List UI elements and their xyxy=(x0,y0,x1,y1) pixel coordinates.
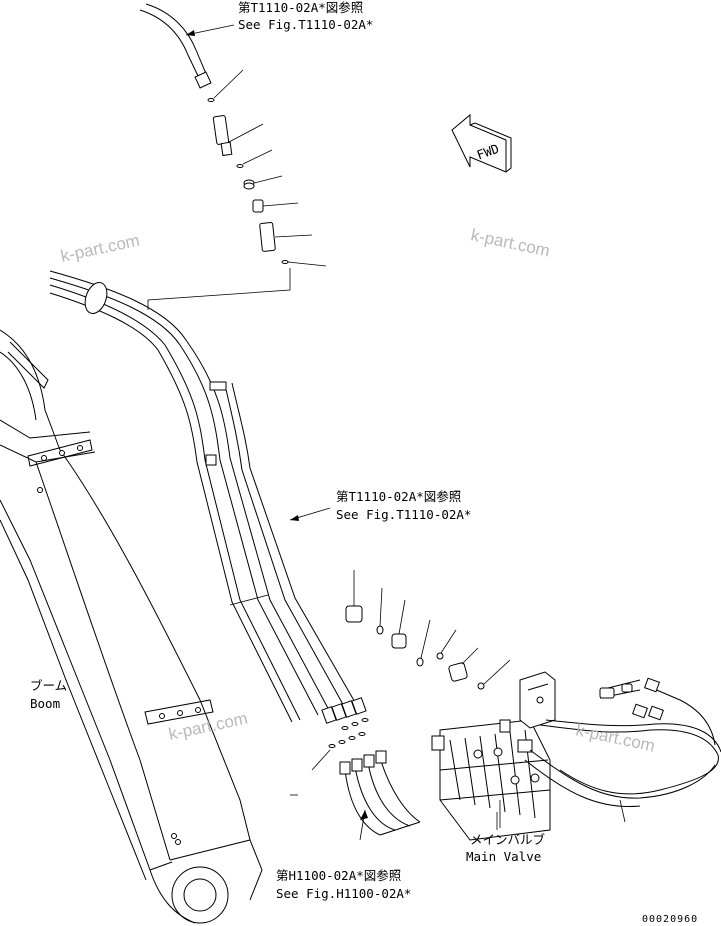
drawing-code: 00020960 xyxy=(642,914,698,925)
bottom-ref-jp: 第H1100-02A*図参照 xyxy=(276,868,401,883)
bottom-ref-en: See Fig.H1100-02A* xyxy=(276,886,411,901)
bundle-leader-side xyxy=(229,594,269,606)
hose-bundle xyxy=(49,270,367,724)
main-valve-label-jp: メインバルブ xyxy=(470,832,546,847)
fwd-label: FWD xyxy=(475,141,501,163)
top-ref-arrowhead xyxy=(186,30,195,36)
fwd-arrow: FWD xyxy=(451,113,512,173)
top-ref-en: See Fig.T1110-02A* xyxy=(238,17,373,32)
boom-label-en: Boom xyxy=(30,696,60,711)
exploded-fittings-bottom xyxy=(290,718,369,796)
top-hose xyxy=(139,3,212,89)
valve-piping-right xyxy=(519,671,721,823)
bundle-leader-top xyxy=(147,268,291,310)
mid-ref-jp: 第T1110-02A*図参照 xyxy=(336,489,461,504)
main-valve xyxy=(431,719,551,841)
mid-ref-en: See Fig.T1110-02A* xyxy=(336,507,471,522)
main-valve-label-en: Main Valve xyxy=(466,849,541,864)
exploded-fittings-top xyxy=(207,69,327,267)
boom-body xyxy=(0,329,263,924)
top-ref-jp: 第T1110-02A*図参照 xyxy=(238,0,363,15)
watermark: k-part.com xyxy=(59,231,141,266)
mid-ref-arrowhead xyxy=(290,515,299,521)
boom-label-jp: ブーム xyxy=(30,678,67,693)
watermark: k-part.com xyxy=(469,225,551,260)
bottom-hose-stubs xyxy=(339,750,421,841)
exploded-fittings-middle xyxy=(345,570,511,690)
